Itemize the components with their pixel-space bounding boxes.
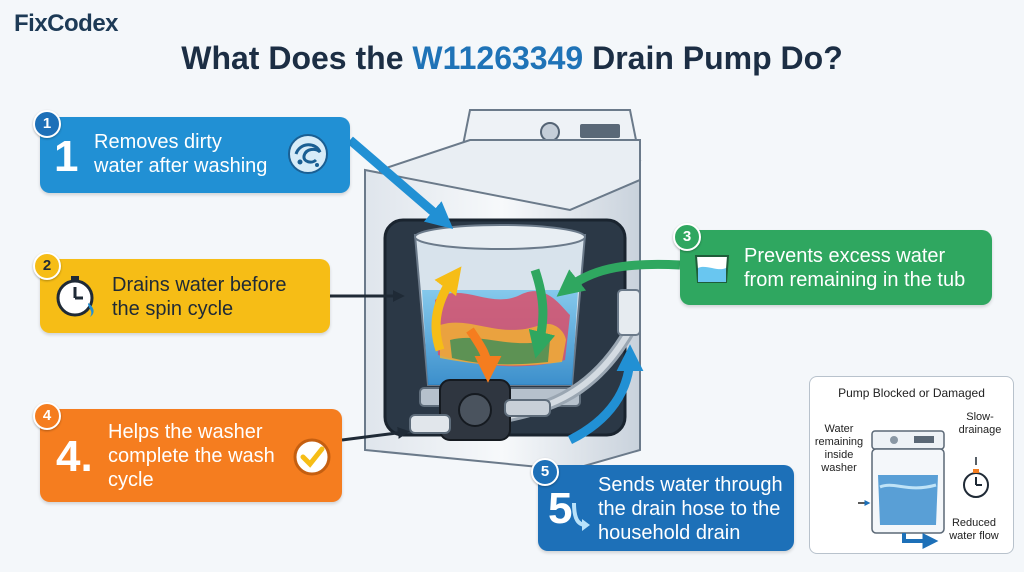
arrow-4	[341, 426, 410, 442]
checkmark-icon	[293, 438, 331, 476]
inset-left-line3: inside	[824, 449, 854, 461]
inset-right-line1: Slow-	[966, 411, 994, 423]
inset-right-line2: drainage	[958, 424, 1002, 436]
step-badge-3: 3	[673, 223, 701, 251]
tub-swirl-yellow	[431, 266, 462, 352]
callout-5-line2: the drain hose to the	[598, 498, 781, 520]
arrow-5	[567, 344, 644, 445]
callout-drains-before-spin: Drains water before the spin cycle	[40, 259, 330, 333]
tub-swirl-green	[528, 268, 556, 359]
callout-4-line1: Helps the washer	[108, 421, 263, 443]
pump-blocked-panel: Pump Blocked or Damaged Water remaining …	[809, 376, 1014, 554]
callout-removes-dirty-water: 1 Removes dirty water after washing	[40, 117, 350, 193]
step-badge-4: 4	[33, 402, 61, 430]
callout-4-number: 4.	[56, 432, 93, 481]
step-badge-1: 1	[33, 110, 61, 138]
down-arrow-icon	[572, 502, 590, 531]
arrow-3	[556, 259, 681, 297]
inset-left-line1: Water	[824, 423, 854, 435]
water-swirl-icon	[288, 134, 328, 174]
inset-left-line2: remaining	[814, 436, 864, 448]
title-part-number: W11263349	[412, 40, 584, 76]
callout-1-line2: water after washing	[94, 155, 268, 177]
slow-drain-stopwatch-icon	[963, 457, 989, 498]
step-badge-2: 2	[33, 252, 61, 280]
callout-5-line3: household drain	[598, 522, 741, 544]
callout-2-line2: the spin cycle	[112, 298, 234, 320]
tub-swirl-orange	[466, 327, 502, 383]
step-badge-5: 5	[531, 458, 559, 486]
title-prefix: What Does the	[181, 40, 413, 76]
page-title: What Does the W11263349 Drain Pump Do?	[0, 40, 1024, 77]
callout-1-line1: Removes dirty	[94, 131, 222, 153]
inset-bottom-line2: water flow	[949, 530, 999, 542]
callout-3-line1: Prevents excess water	[744, 245, 946, 267]
callout-prevents-excess-water: Prevents excess water from remaining in …	[680, 230, 992, 305]
inset-right-label: Slow- drainage	[950, 411, 1010, 437]
stopwatch-icon	[56, 276, 94, 317]
arrow-1	[347, 136, 454, 230]
inset-bottom-line1: Reduced	[951, 517, 997, 529]
callout-4-line2: complete the wash	[108, 445, 275, 467]
brand-logo: FixCodex	[14, 10, 119, 37]
water-bowl-icon	[694, 255, 730, 283]
inset-left-label: Water remaining inside washer	[812, 423, 866, 475]
callout-1-number: 1	[54, 132, 79, 181]
callout-5-line1: Sends water through	[598, 474, 783, 496]
title-suffix: Drain Pump Do?	[583, 40, 843, 76]
callout-4-line3: cycle	[108, 469, 154, 491]
inset-title: Pump Blocked or Damaged	[838, 386, 985, 400]
inset-left-line4: washer	[821, 462, 857, 474]
callout-sends-water-to-drain: 5 Sends water through the drain hose to …	[538, 465, 794, 551]
mini-washer-icon	[858, 430, 989, 549]
callout-2-line1: Drains water before	[112, 274, 287, 296]
inset-bottom-label: Reduced water flow	[938, 517, 1010, 543]
callout-3-line2: from remaining in the tub	[744, 269, 966, 291]
callout-completes-wash-cycle: 4. Helps the washer complete the wash cy…	[40, 409, 342, 502]
callout-5-number: 5	[548, 484, 573, 533]
